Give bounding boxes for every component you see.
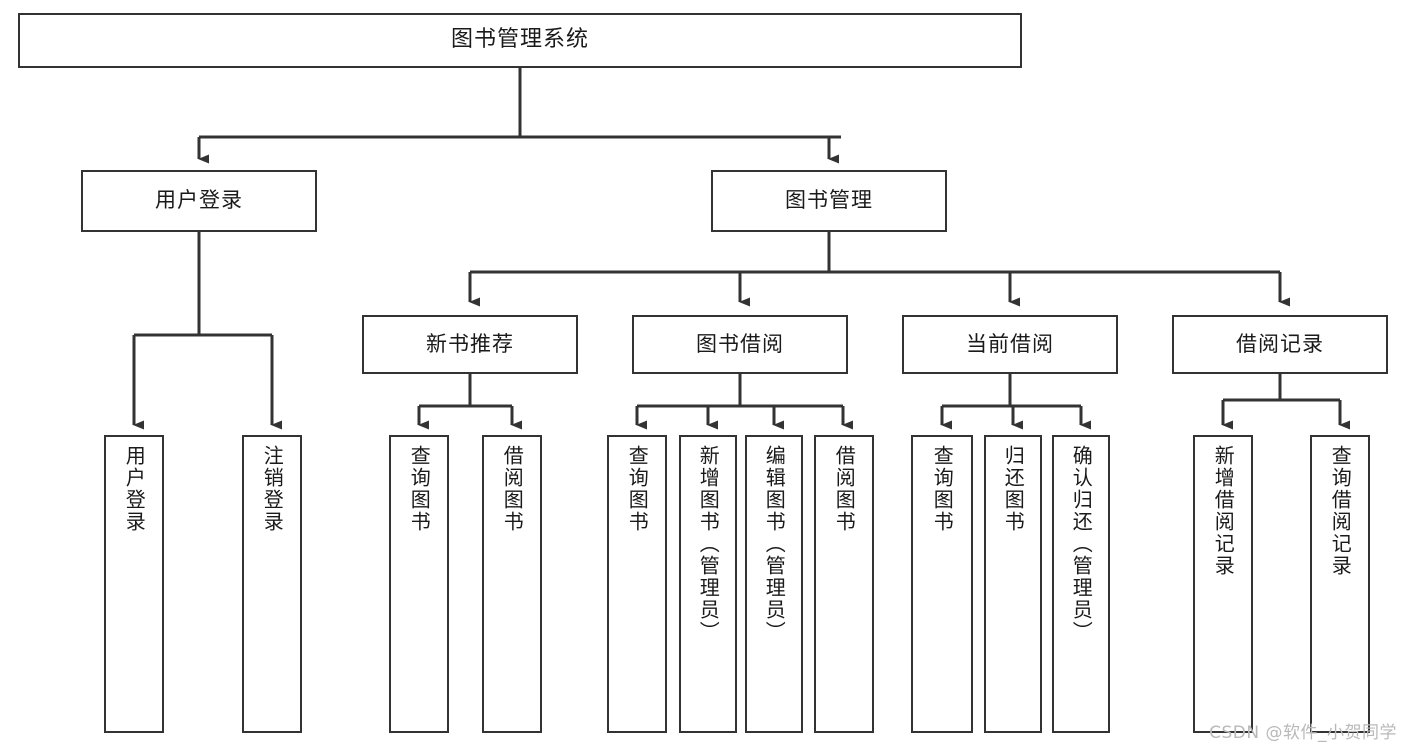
csdn-watermark: CSDN @软件_小贺同学 <box>1209 723 1397 743</box>
leaf-current-borrow-confirm[interactable]: 确认归还（管理员） <box>1052 435 1110 733</box>
node-borrow-record[interactable]: 借阅记录 <box>1172 315 1388 374</box>
leaf-book-borrow-add[interactable]: 新增图书（管理员） <box>679 435 737 733</box>
node-current-borrow[interactable]: 当前借阅 <box>902 315 1118 374</box>
node-user-login[interactable]: 用户登录 <box>81 170 317 232</box>
leaf-book-borrow-borrow[interactable]: 借阅图书 <box>814 435 874 733</box>
leaf-book-borrow-query-label: 查询图书 <box>625 445 650 533</box>
leaf-book-borrow-query[interactable]: 查询图书 <box>607 435 667 733</box>
node-borrow-record-label: 借阅记录 <box>1236 331 1324 356</box>
node-book-borrow[interactable]: 图书借阅 <box>632 315 848 374</box>
node-book-management-label: 图书管理 <box>785 188 873 213</box>
leaf-current-borrow-confirm-label: 确认归还（管理员） <box>1069 445 1094 643</box>
leaf-user-login-logout-label: 注销登录 <box>260 445 285 533</box>
node-new-book-recommend[interactable]: 新书推荐 <box>362 315 578 374</box>
leaf-user-login-login-label: 用户登录 <box>122 445 147 533</box>
leaf-book-borrow-edit[interactable]: 编辑图书（管理员） <box>745 435 803 733</box>
leaf-borrow-record-query-label: 查询借阅记录 <box>1328 445 1353 577</box>
leaf-user-login-login[interactable]: 用户登录 <box>104 435 164 733</box>
leaf-current-borrow-query-label: 查询图书 <box>930 445 955 533</box>
leaf-borrow-record-add[interactable]: 新增借阅记录 <box>1193 435 1253 733</box>
node-root-label: 图书管理系统 <box>450 27 589 53</box>
leaf-new-book-query[interactable]: 查询图书 <box>389 435 449 733</box>
node-current-borrow-label: 当前借阅 <box>966 331 1054 356</box>
leaf-user-login-logout[interactable]: 注销登录 <box>242 435 302 733</box>
leaf-borrow-record-query[interactable]: 查询借阅记录 <box>1310 435 1370 733</box>
node-book-borrow-label: 图书借阅 <box>696 331 784 356</box>
leaf-new-book-borrow[interactable]: 借阅图书 <box>482 435 542 733</box>
node-root[interactable]: 图书管理系统 <box>18 13 1022 68</box>
leaf-book-borrow-borrow-label: 借阅图书 <box>832 445 857 533</box>
leaf-current-borrow-return-label: 归还图书 <box>1001 445 1026 533</box>
leaf-new-book-query-label: 查询图书 <box>407 445 432 533</box>
leaf-borrow-record-add-label: 新增借阅记录 <box>1211 445 1236 577</box>
leaf-new-book-borrow-label: 借阅图书 <box>500 445 525 533</box>
leaf-current-borrow-query[interactable]: 查询图书 <box>911 435 973 733</box>
node-new-book-recommend-label: 新书推荐 <box>426 331 514 356</box>
node-book-management[interactable]: 图书管理 <box>711 170 947 232</box>
leaf-book-borrow-add-label: 新增图书（管理员） <box>696 445 721 643</box>
leaf-book-borrow-edit-label: 编辑图书（管理员） <box>762 445 787 643</box>
leaf-current-borrow-return[interactable]: 归还图书 <box>984 435 1042 733</box>
node-user-login-label: 用户登录 <box>155 188 243 213</box>
